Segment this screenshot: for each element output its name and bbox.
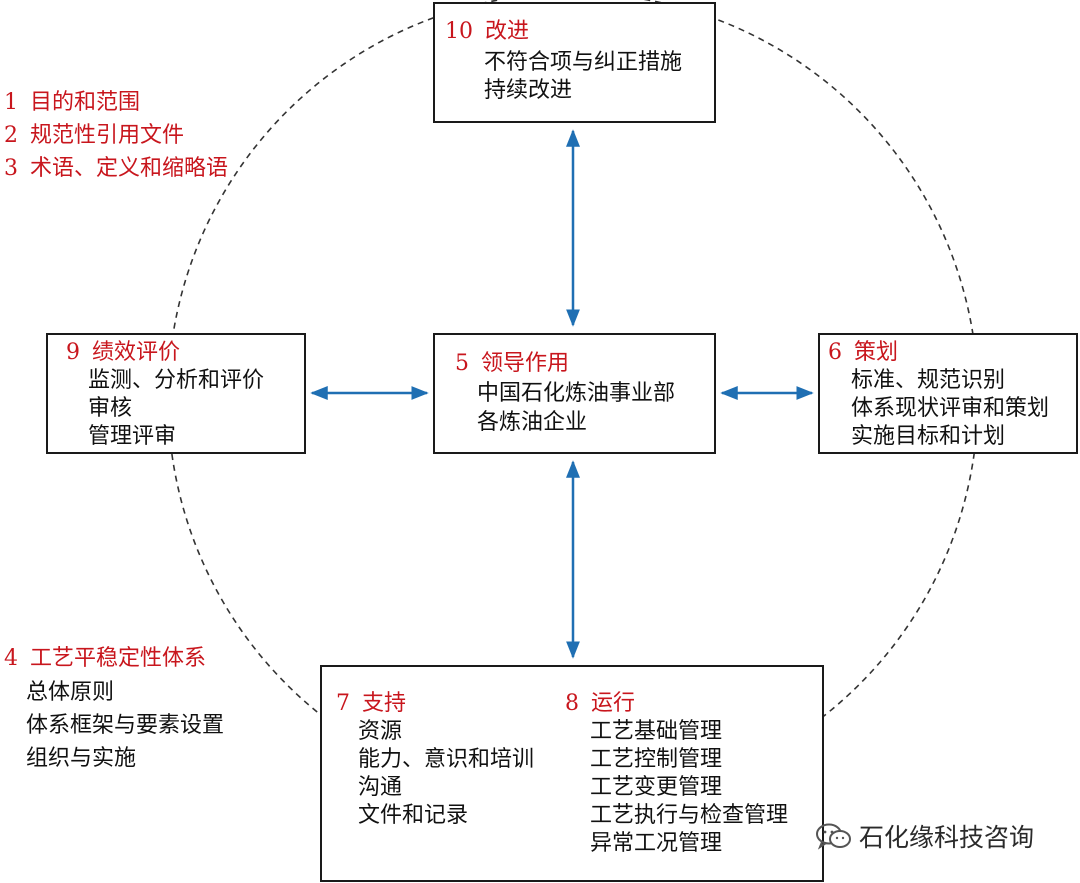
box-6-item: 实施目标和计划 [851,424,1006,449]
box-5-item: 中国石化炼油事业部 [477,381,676,406]
box-9-item: 审核 [88,396,133,421]
wechat-icon [816,823,851,850]
clause-4-item: 体系框架与要素设置 [26,713,225,738]
box-support-operation [320,665,824,882]
box-7-item: 沟通 [358,775,403,800]
box-8-item: 工艺执行与检查管理 [590,803,789,828]
box-6-item: 标准、规范识别 [851,368,1006,393]
box-8-item: 工艺基础管理 [590,719,723,744]
box-9-item: 管理评审 [88,424,177,449]
box-7-item: 资源 [358,719,403,744]
box-6-item: 体系现状评审和策划 [851,396,1050,421]
box-7-item: 能力、意识和培训 [358,747,535,772]
watermark: 石化缘科技咨询 [815,818,1034,854]
box-7-item: 文件和记录 [358,803,469,828]
box-5-item: 各炼油企业 [477,410,588,435]
box-improvement [433,2,716,123]
box-performance-evaluation [46,333,306,454]
box-8-item: 异常工况管理 [590,831,723,856]
box-8-item: 工艺控制管理 [590,747,723,772]
watermark-text: 石化缘科技咨询 [859,823,1035,852]
box-planning [818,333,1078,454]
clause-4-item: 总体原则 [26,680,115,705]
box-10-item: 持续改进 [484,78,573,103]
box-10-item: 不符合项与纠正措施 [484,50,683,75]
box-8-item: 工艺变更管理 [590,775,723,800]
box-9-item: 监测、分析和评价 [88,368,265,393]
clause-4-item: 组织与实施 [26,746,137,771]
box-leadership [433,333,716,454]
